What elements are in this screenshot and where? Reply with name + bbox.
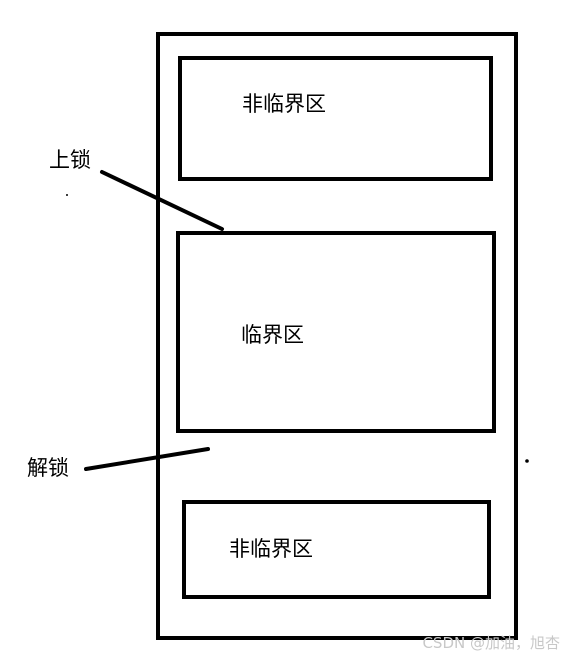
non-critical-label-top: 非临界区 — [242, 92, 326, 116]
lock-label: 上锁 — [49, 148, 91, 172]
non-critical-region-bottom — [182, 500, 491, 599]
stray-dot-right — [525, 459, 529, 463]
outer-frame — [156, 32, 518, 640]
stray-dot-left — [66, 194, 68, 196]
lock-pointer-line — [100, 170, 224, 231]
non-critical-label-bottom: 非临界区 — [229, 537, 313, 561]
unlock-pointer-line — [84, 447, 210, 471]
non-critical-region-top — [178, 56, 493, 181]
watermark: CSDN @加油，旭杏 — [422, 634, 560, 652]
unlock-label: 解锁 — [27, 456, 69, 480]
critical-label: 临界区 — [241, 323, 304, 347]
critical-region — [176, 231, 496, 433]
